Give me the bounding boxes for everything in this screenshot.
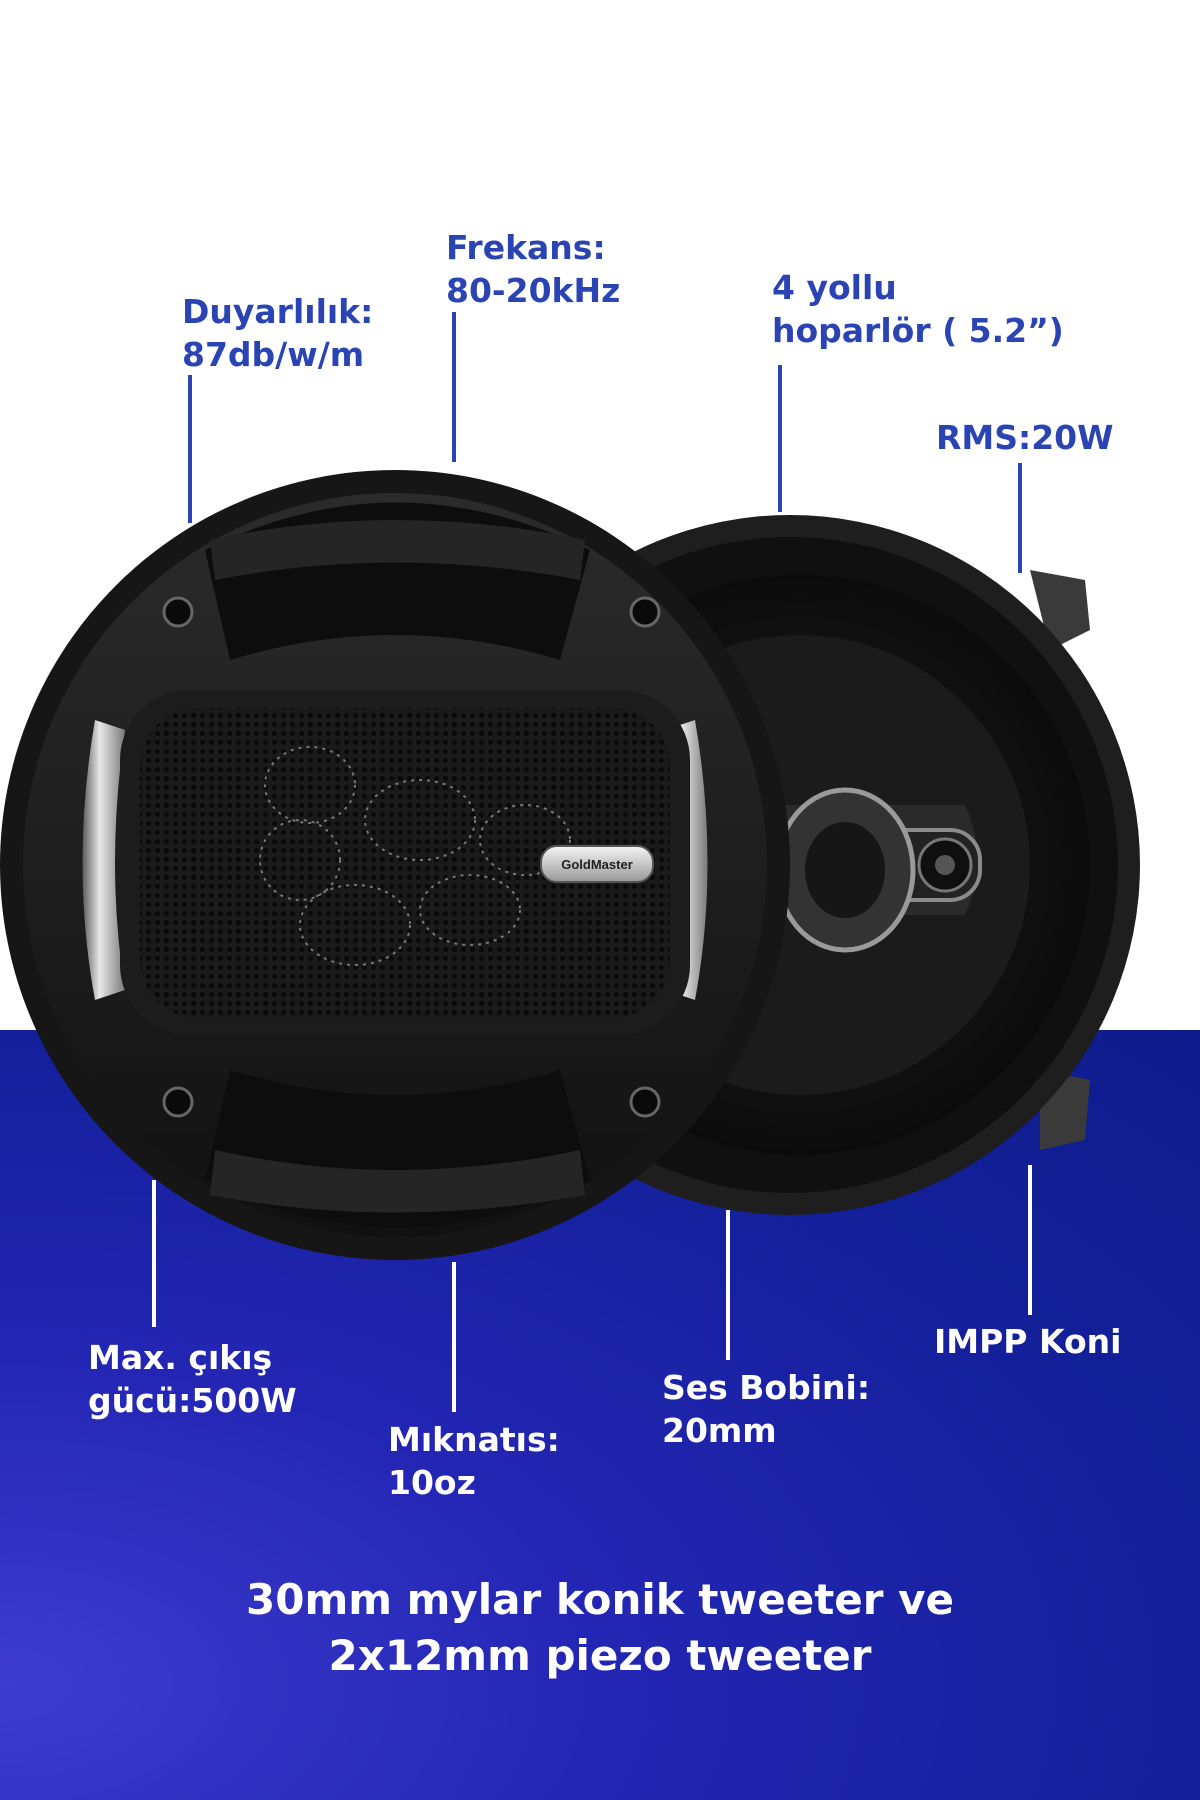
speaker-type-label: 4 yollu hoparlör ( 5.2”) [772,268,1064,350]
max-output-label: Max. çıkış gücü:500W [88,1338,297,1420]
goldmaster-logo: GoldMaster [540,845,654,883]
rms-label: RMS:20W [936,418,1114,457]
magnet-leader [452,1262,456,1412]
tweeter-caption: 30mm mylar konik tweeter ve 2x12mm piezo… [246,1575,954,1680]
sensitivity-leader [188,375,192,523]
max-output-leader [152,1180,156,1327]
front-speaker [0,470,790,1260]
voice-coil-leader [726,1210,730,1360]
frequency-label: Frekans: 80-20kHz [446,228,621,310]
magnet-label: Mıknatıs: 10oz [388,1420,560,1502]
frequency-leader [452,312,456,462]
speaker-type-leader [778,365,782,512]
rms-leader [1018,463,1022,573]
cone-leader [1028,1165,1032,1315]
voice-coil-label: Ses Bobini: 20mm [662,1368,871,1450]
cone-label: IMPP Koni [934,1322,1122,1361]
sensitivity-label: Duyarlılık: 87db/w/m [182,292,374,374]
